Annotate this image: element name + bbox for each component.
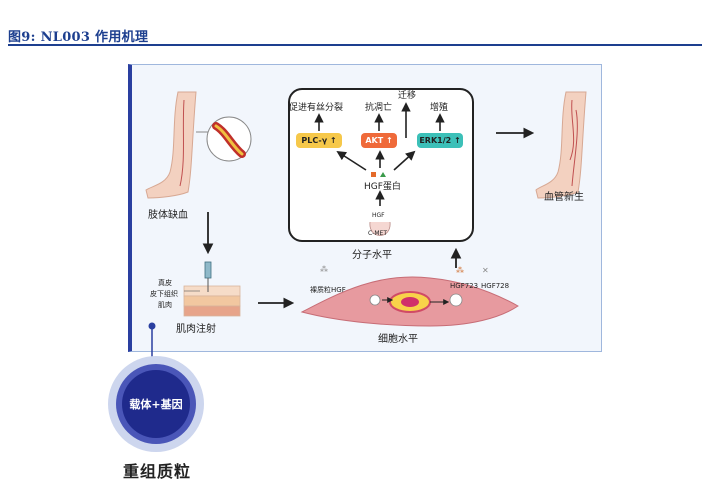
hgf-markers [371,172,386,177]
connector-dot [148,322,156,330]
hgf-ligand-label: HGF [372,212,385,219]
muscle-cell-illustration: ⁂ ⁂ ✕ [300,264,519,327]
plc-gamma-pill: PLC-γ ↑ [296,133,342,148]
title-rule [8,44,702,46]
svg-text:⁂: ⁂ [320,264,328,274]
plasmid-hgf-label: 裸质粒HGF [310,286,346,294]
tissue-layer-muscle: 肌肉 [158,301,172,309]
syringe-icon [204,261,212,292]
tissue-block-illustration [183,285,241,317]
akt-pill: AKT ↑ [361,133,397,148]
ischemic-leg-illustration [145,91,252,199]
effect-mitosis: 促进有丝分裂 [289,103,344,113]
figure-title: 图9: NL003 作用机理 [8,30,149,45]
receptor-illustration [369,221,391,236]
recombinant-plasmid-label: 重组质粒 [122,462,191,481]
svg-text:⁂: ⁂ [456,265,464,275]
pathway-arrows [314,102,445,206]
hgf728-label: HGF728 [481,282,510,290]
effect-anti-apoptosis: 抗凋亡 [365,103,393,113]
vector-gene-circle: 载体+基因 [122,370,190,438]
angiogenesis-label: 血管新生 [544,192,584,203]
erk-pill: ERK1/2 ↑ [417,133,463,148]
flow-arrows [202,127,535,309]
molecular-level-label: 分子水平 [352,250,392,261]
injection-label: 肌肉注射 [176,324,216,335]
tissue-layer-subcutis: 皮下组织 [150,290,178,298]
svg-text:✕: ✕ [482,266,489,275]
effect-proliferation: 增殖 [430,103,449,113]
c-met-label: C-MET [368,230,387,237]
effect-migration: 迁移 [398,91,417,101]
tissue-layer-dermis: 真皮 [158,279,172,287]
cellular-level-label: 细胞水平 [378,334,418,345]
hgf723-label: HGF723 [450,282,479,290]
hgf-protein-label: HGF蛋白 [364,182,401,192]
healthy-leg-illustration [535,91,587,199]
limb-ischemia-label: 肢体缺血 [148,210,188,221]
